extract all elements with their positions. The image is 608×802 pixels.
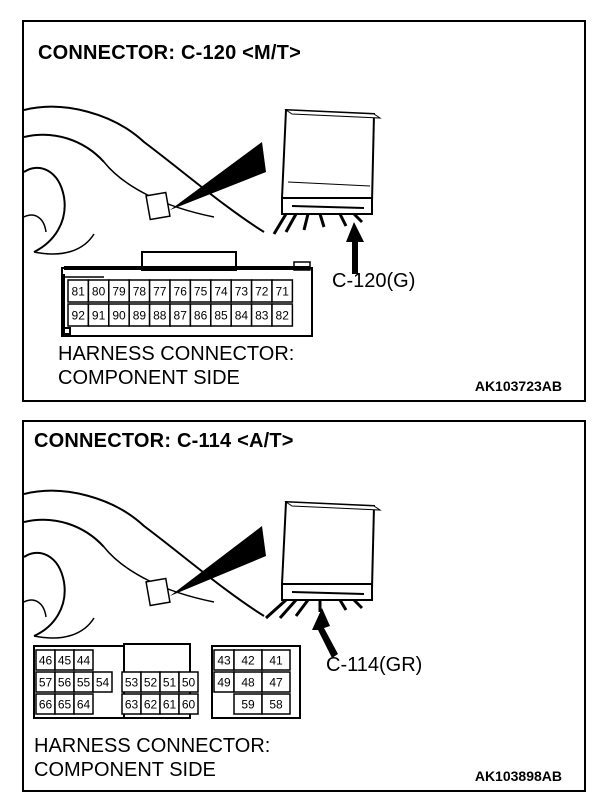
pin-cell: [261, 693, 291, 715]
pin-number: 42: [241, 654, 255, 668]
pin-number: 51: [163, 676, 177, 690]
pin-number: 77: [153, 285, 167, 299]
caption-line-2: COMPONENT SIDE: [58, 367, 240, 389]
pin-number: 62: [144, 698, 158, 712]
figure-code: AK103723AB: [474, 378, 562, 394]
pin-number: 75: [194, 285, 208, 299]
pin-number: 78: [133, 285, 147, 299]
pin-number: 44: [77, 654, 91, 668]
pin-number: 76: [174, 285, 188, 299]
connector-label: C-114(GR): [326, 654, 423, 676]
pin-number: 81: [72, 285, 86, 299]
pin-number: 88: [153, 309, 167, 323]
pin-number: 43: [217, 654, 231, 668]
dashboard-illustration: 46 45 44 57 56 55 54 66 65 64 53 52 51 50 63 62 61 60 43 42…: [24, 489, 382, 719]
pin-number: 89: [133, 309, 147, 323]
caption-line-1: HARNESS CONNECTOR:: [34, 735, 271, 757]
pin-cell: [261, 649, 291, 671]
pin-number: 50: [182, 676, 196, 690]
dashboard-illustration: 81 80 79 78 77 76 75 74 73 72 71 92 91 90 89 88 87 86 85 84…: [24, 105, 382, 337]
pin-number: 86: [194, 309, 208, 323]
pin-number: 90: [112, 309, 126, 323]
pin-number: 64: [77, 698, 91, 712]
connector-panel-c114: CONNECTOR: C-114 <A/T> 46 45 44 57 56 55 54 66 6…: [22, 420, 586, 792]
pin-number: 66: [39, 698, 53, 712]
pin-cell: [178, 671, 199, 693]
pin-number: 54: [96, 676, 110, 690]
pin-number: 61: [163, 698, 177, 712]
pin-number: 71: [276, 285, 290, 299]
pin-number: 57: [39, 676, 53, 690]
connector-panel-c120: CONNECTOR: C-120 <M/T> 81 80 79 78 77 76 75 74 7…: [22, 20, 586, 402]
connector-label: C-120(G): [332, 270, 416, 292]
pin-number: 63: [125, 698, 139, 712]
pin-number: 56: [58, 676, 72, 690]
pin-cell: [73, 693, 94, 715]
pin-cell: [178, 693, 199, 715]
pin-number: 80: [92, 285, 106, 299]
connector-pin-grid-c120: 81 80 79 78 77 76 75 74 73 72 71 92 91 90 89 88 87 86 85 84…: [67, 279, 294, 327]
pin-cell: [73, 649, 94, 671]
panel-title: CONNECTOR: C-120 <M/T>: [38, 42, 301, 64]
pin-number: 85: [214, 309, 228, 323]
pin-number: 72: [255, 285, 269, 299]
pin-number: 59: [241, 698, 255, 712]
pin-number: 83: [255, 309, 269, 323]
pin-number: 91: [92, 309, 106, 323]
pin-number: 45: [58, 654, 72, 668]
connector-outline: [211, 645, 301, 719]
pin-number: 87: [174, 309, 188, 323]
pin-number: 53: [125, 676, 139, 690]
pin-number: 48: [241, 676, 255, 690]
caption-line-1: HARNESS CONNECTOR:: [58, 343, 295, 365]
pin-number: 74: [214, 285, 228, 299]
pin-number: 79: [112, 285, 126, 299]
pin-number: 92: [72, 309, 86, 323]
pin-number: 49: [217, 676, 231, 690]
pin-number: 58: [269, 698, 283, 712]
pin-cell: [261, 671, 291, 693]
pin-number: 84: [235, 309, 249, 323]
pin-cell: [92, 671, 113, 693]
pin-number: 47: [269, 676, 283, 690]
pin-number: 46: [39, 654, 53, 668]
caption-line-2: COMPONENT SIDE: [34, 759, 216, 781]
pin-number: 52: [144, 676, 158, 690]
pin-number: 55: [77, 676, 91, 690]
pin-number: 73: [235, 285, 249, 299]
pin-number: 65: [58, 698, 72, 712]
pin-cell: [271, 303, 294, 327]
pin-number: 41: [269, 654, 283, 668]
pin-cell: [271, 279, 294, 303]
pin-number: 82: [276, 309, 290, 323]
connector-pin-grid-c114: 46 45 44 57 56 55 54 66 65 64 53 52 51 50 63 62 61 60 43 42…: [33, 643, 301, 719]
pin-number: 60: [182, 698, 196, 712]
panel-title: CONNECTOR: C-114 <A/T>: [34, 430, 294, 452]
figure-code: AK103898AB: [474, 768, 562, 784]
